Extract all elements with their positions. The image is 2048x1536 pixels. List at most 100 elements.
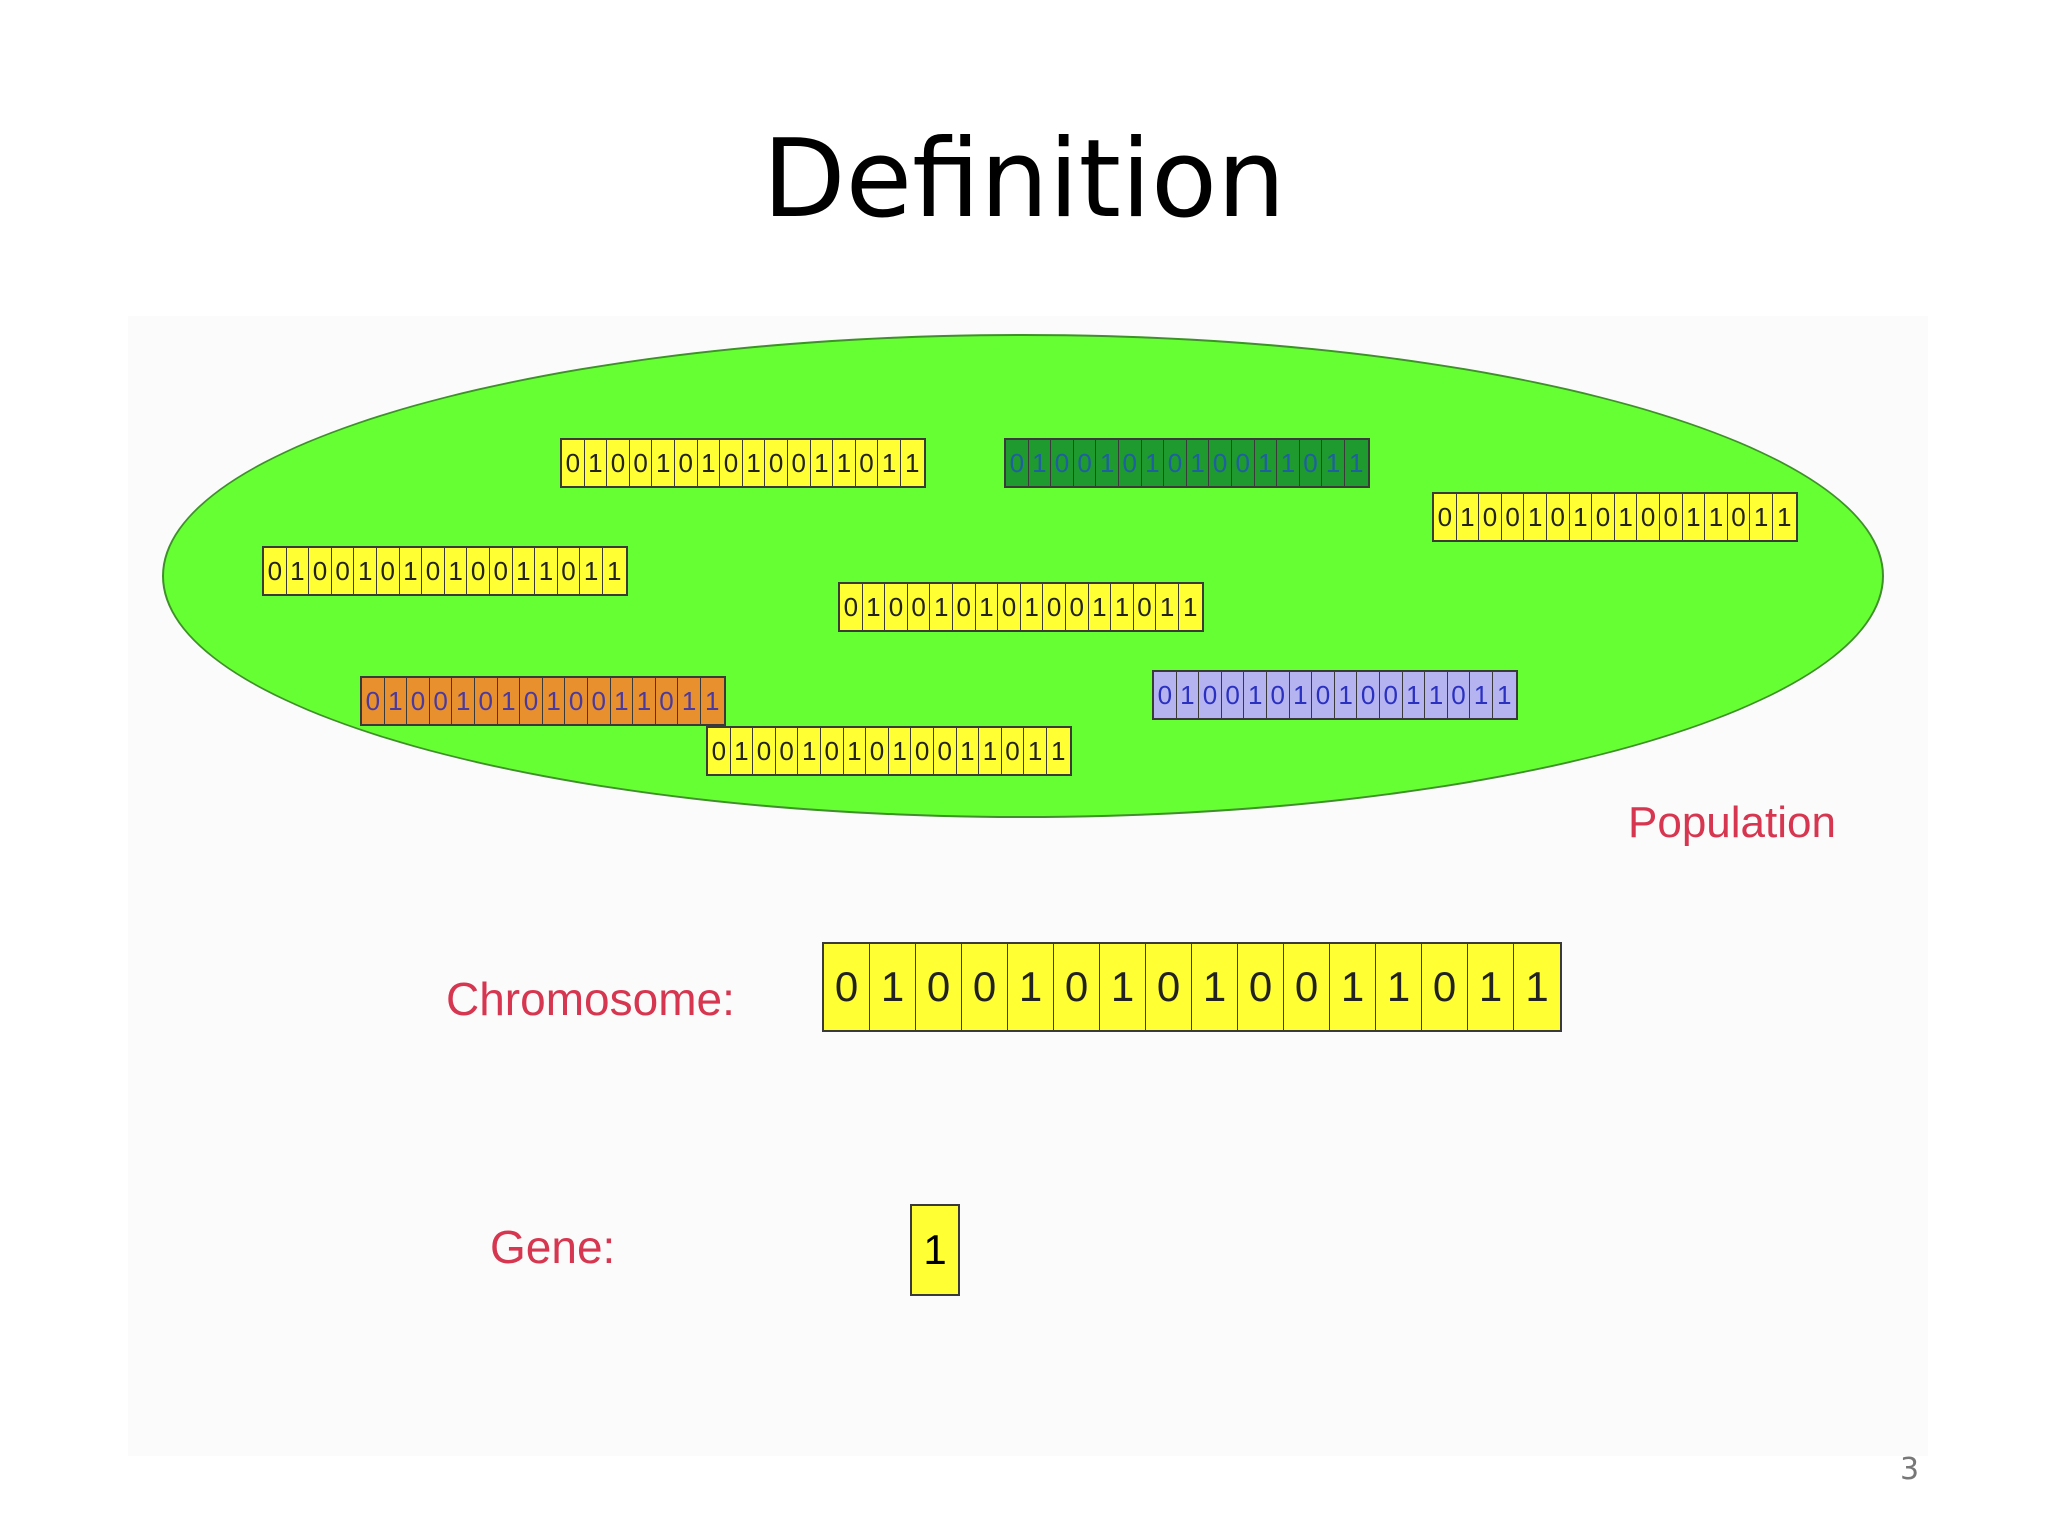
population-gene: 0 xyxy=(840,584,863,630)
population-gene: 1 xyxy=(445,548,468,594)
population-gene: 1 xyxy=(976,584,999,630)
population-gene: 1 xyxy=(1177,672,1200,718)
population-gene: 1 xyxy=(1470,672,1493,718)
population-gene: 1 xyxy=(1021,584,1044,630)
population-gene: 1 xyxy=(1187,440,1210,486)
population-gene: 1 xyxy=(580,548,603,594)
population-gene: 0 xyxy=(1154,672,1177,718)
population-gene: 0 xyxy=(1592,494,1615,540)
gene-box: 1 xyxy=(910,1204,960,1296)
population-gene: 1 xyxy=(798,728,821,774)
chromosome-gene: 1 xyxy=(1525,963,1549,1010)
population-gene: 1 xyxy=(1570,494,1593,540)
population-gene: 0 xyxy=(362,678,385,724)
population-gene: 1 xyxy=(1089,584,1112,630)
population-gene: 0 xyxy=(1448,672,1471,718)
slide-title: Definition xyxy=(762,117,1286,242)
population-gene: 0 xyxy=(998,584,1021,630)
population-gene: 0 xyxy=(467,548,490,594)
chromosome-gene: 1 xyxy=(1100,944,1146,1030)
population-gene: 0 xyxy=(856,440,879,486)
population-gene: 0 xyxy=(264,548,287,594)
population-gene: 0 xyxy=(1232,440,1255,486)
population-gene: 0 xyxy=(1066,584,1089,630)
population-gene: 1 xyxy=(633,678,656,724)
population-gene: 0 xyxy=(911,728,934,774)
population-gene: 1 xyxy=(535,548,558,594)
population-gene: 1 xyxy=(1096,440,1119,486)
population-gene: 0 xyxy=(1502,494,1525,540)
population-gene: 1 xyxy=(1182,591,1198,622)
population-gene: 1 xyxy=(1156,584,1179,630)
population-gene: 1 xyxy=(1322,440,1345,486)
population-gene: 0 xyxy=(1222,672,1245,718)
population-gene: 1 xyxy=(400,548,423,594)
population-gene: 0 xyxy=(1209,440,1232,486)
population-gene: 0 xyxy=(1728,494,1751,540)
population-gene: 1 xyxy=(904,447,920,478)
page-number: 3 xyxy=(1900,1452,1920,1487)
population-gene: 1 xyxy=(878,440,901,486)
population-gene: 1 xyxy=(1705,494,1728,540)
population-gene: 0 xyxy=(1547,494,1570,540)
population-gene: 0 xyxy=(953,584,976,630)
chromosome-gene: 0 xyxy=(962,944,1008,1030)
chromosome-gene: 0 xyxy=(1054,944,1100,1030)
population-gene: 0 xyxy=(1300,440,1323,486)
population-gene: 0 xyxy=(753,728,776,774)
population-gene: 0 xyxy=(520,678,543,724)
population-gene: 0 xyxy=(1660,494,1683,540)
population-gene: 1 xyxy=(1050,735,1066,766)
population-gene: 1 xyxy=(385,678,408,724)
population-gene: 0 xyxy=(1357,672,1380,718)
population-gene: 1 xyxy=(1142,440,1165,486)
population-gene: 0 xyxy=(309,548,332,594)
population-gene: 1 xyxy=(1335,672,1358,718)
population-gene: 0 xyxy=(765,440,788,486)
population-gene: 1 xyxy=(1524,494,1547,540)
population-gene: 0 xyxy=(490,548,513,594)
population-gene: 1 xyxy=(1244,672,1267,718)
population-gene: 1 xyxy=(1750,494,1773,540)
population-gene: 0 xyxy=(588,678,611,724)
population-gene: 1 xyxy=(513,548,536,594)
population-gene: 0 xyxy=(377,548,400,594)
chromosome-gene: 0 xyxy=(1284,944,1330,1030)
population-gene: 1 xyxy=(704,685,720,716)
population-gene: 0 xyxy=(1637,494,1660,540)
population-gene: 1 xyxy=(678,678,701,724)
population-gene: 0 xyxy=(1479,494,1502,540)
population-gene: 1 xyxy=(652,440,675,486)
population-gene: 1 xyxy=(844,728,867,774)
population-gene: 0 xyxy=(776,728,799,774)
population-gene: 1 xyxy=(354,548,377,594)
population-gene: 1 xyxy=(1290,672,1313,718)
population-gene: 0 xyxy=(788,440,811,486)
population-gene: 1 xyxy=(543,678,566,724)
population-gene: 1 xyxy=(863,584,886,630)
population-gene: 0 xyxy=(908,584,931,630)
population-gene: 1 xyxy=(1496,679,1512,710)
population-gene: 1 xyxy=(1348,447,1364,478)
population-gene: 0 xyxy=(1199,672,1222,718)
population-label: Population xyxy=(1628,798,1836,847)
population-gene: 1 xyxy=(287,548,310,594)
population-gene: 1 xyxy=(1111,584,1134,630)
population-gene: 0 xyxy=(558,548,581,594)
chromosome-gene: 1 xyxy=(1376,944,1422,1030)
population-gene: 0 xyxy=(1312,672,1335,718)
population-gene: 1 xyxy=(811,440,834,486)
chromosome-label: Chromosome: xyxy=(446,973,735,1025)
population-gene: 0 xyxy=(656,678,679,724)
population-gene: 1 xyxy=(1425,672,1448,718)
population-gene: 1 xyxy=(1457,494,1480,540)
population-gene: 0 xyxy=(821,728,844,774)
population-gene: 1 xyxy=(930,584,953,630)
chromosome-gene: 1 xyxy=(1192,944,1238,1030)
chromosome-gene: 1 xyxy=(1468,944,1514,1030)
